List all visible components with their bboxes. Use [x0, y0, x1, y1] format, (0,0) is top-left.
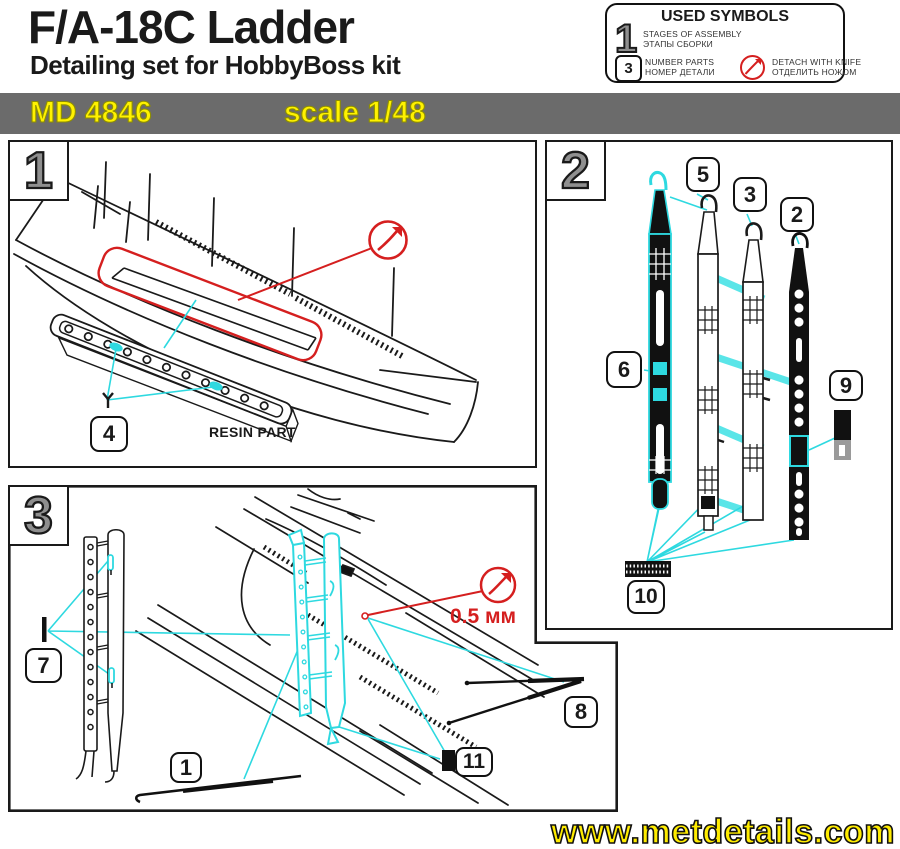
part6-label: 6	[617, 356, 631, 382]
part-symbol-box: 3	[615, 55, 642, 82]
part9-callout: 9	[829, 370, 863, 401]
resin-part-note: RESIN PART	[209, 424, 296, 440]
part-symbol-label-ru: НОМЕР ДЕТАЛИ	[645, 67, 715, 77]
detach-knife-icon	[740, 55, 765, 80]
part10-label: 10	[634, 585, 658, 608]
part11-callout: 11	[455, 747, 493, 777]
part-symbol-label-en: NUMBER PARTS	[645, 57, 715, 67]
part8-label: 8	[574, 699, 588, 724]
part7-drawing	[75, 528, 125, 783]
part2-drawing	[789, 232, 809, 540]
part5-drawing	[697, 194, 725, 531]
ladder-assembly-drawing	[287, 528, 347, 746]
product-scale: scale 1/48	[283, 95, 426, 129]
part4-label: 4	[102, 421, 116, 446]
part6-callout: 6	[606, 351, 642, 388]
part2-label: 2	[790, 201, 804, 227]
knife-symbol-label-ru: ОТДЕЛИТЬ НОЖОМ	[772, 67, 857, 77]
stage-symbol-label-en: STAGES OF ASSEMBLY	[643, 29, 742, 39]
part5-label: 5	[696, 161, 710, 187]
part7-callout: 7	[25, 648, 62, 683]
part10-callout: 10	[627, 580, 665, 614]
stage-symbol-number: 1	[614, 17, 638, 61]
website-link[interactable]: www.metdetails.com	[550, 812, 895, 849]
detach-area-outline	[97, 246, 323, 362]
part11-icon	[442, 750, 455, 771]
step3-panel-border	[8, 485, 618, 812]
part8-callout: 8	[564, 696, 598, 728]
part7-label: 7	[37, 652, 50, 678]
step1-panel	[8, 140, 537, 468]
part2-callout: 2	[780, 197, 814, 232]
part-symbol-number: 3	[624, 60, 633, 77]
step1-number: 1	[23, 141, 54, 200]
part8-icon	[446, 676, 585, 726]
used-symbols-box: USED SYMBOLS 1 STAGES OF ASSEMBLY ЭТАПЫ …	[605, 3, 861, 83]
part9-label: 9	[839, 372, 853, 398]
product-bar: MD 4846 scale 1/48	[0, 93, 900, 134]
product-code: MD 4846	[29, 95, 152, 129]
part11-label: 11	[462, 750, 486, 773]
used-symbols-title: USED SYMBOLS	[660, 8, 789, 25]
part9-icon	[834, 410, 851, 460]
part3-drawing	[742, 222, 771, 521]
step1-number-box: 1	[8, 140, 69, 201]
part4-callout: 4	[90, 416, 128, 452]
knife-symbol-label-en: DETACH WITH KNIFE	[772, 57, 862, 67]
step3-drawing	[8, 485, 618, 812]
part3-label: 3	[743, 181, 757, 207]
step2-number: 2	[560, 141, 591, 200]
detach-knife-icon	[479, 566, 517, 604]
drill-size-note: 0.5 мм	[450, 605, 517, 628]
part4-icon	[102, 392, 114, 408]
part3-callout: 3	[733, 177, 767, 212]
page-title: F/A-18C Ladder	[28, 1, 355, 53]
part1-label: 1	[179, 754, 193, 780]
part1-icon	[134, 774, 302, 804]
part6-drawing	[648, 171, 672, 510]
step2-drawing	[625, 171, 851, 577]
step3-number-box: 3	[8, 485, 69, 546]
part7-icon	[42, 617, 47, 642]
page-subtitle: Detailing set for HobbyBoss kit	[30, 50, 401, 80]
part1-callout: 1	[170, 752, 202, 783]
step2-number-box: 2	[545, 140, 606, 201]
part5-callout: 5	[686, 157, 720, 192]
detach-knife-icon	[368, 220, 408, 260]
part10-icon	[625, 561, 671, 577]
step1-drawing	[13, 161, 479, 444]
resin-part-drawing	[49, 313, 299, 444]
step3-number: 3	[23, 486, 54, 545]
stage-symbol-label-ru: ЭТАПЫ СБОРКИ	[643, 39, 713, 49]
